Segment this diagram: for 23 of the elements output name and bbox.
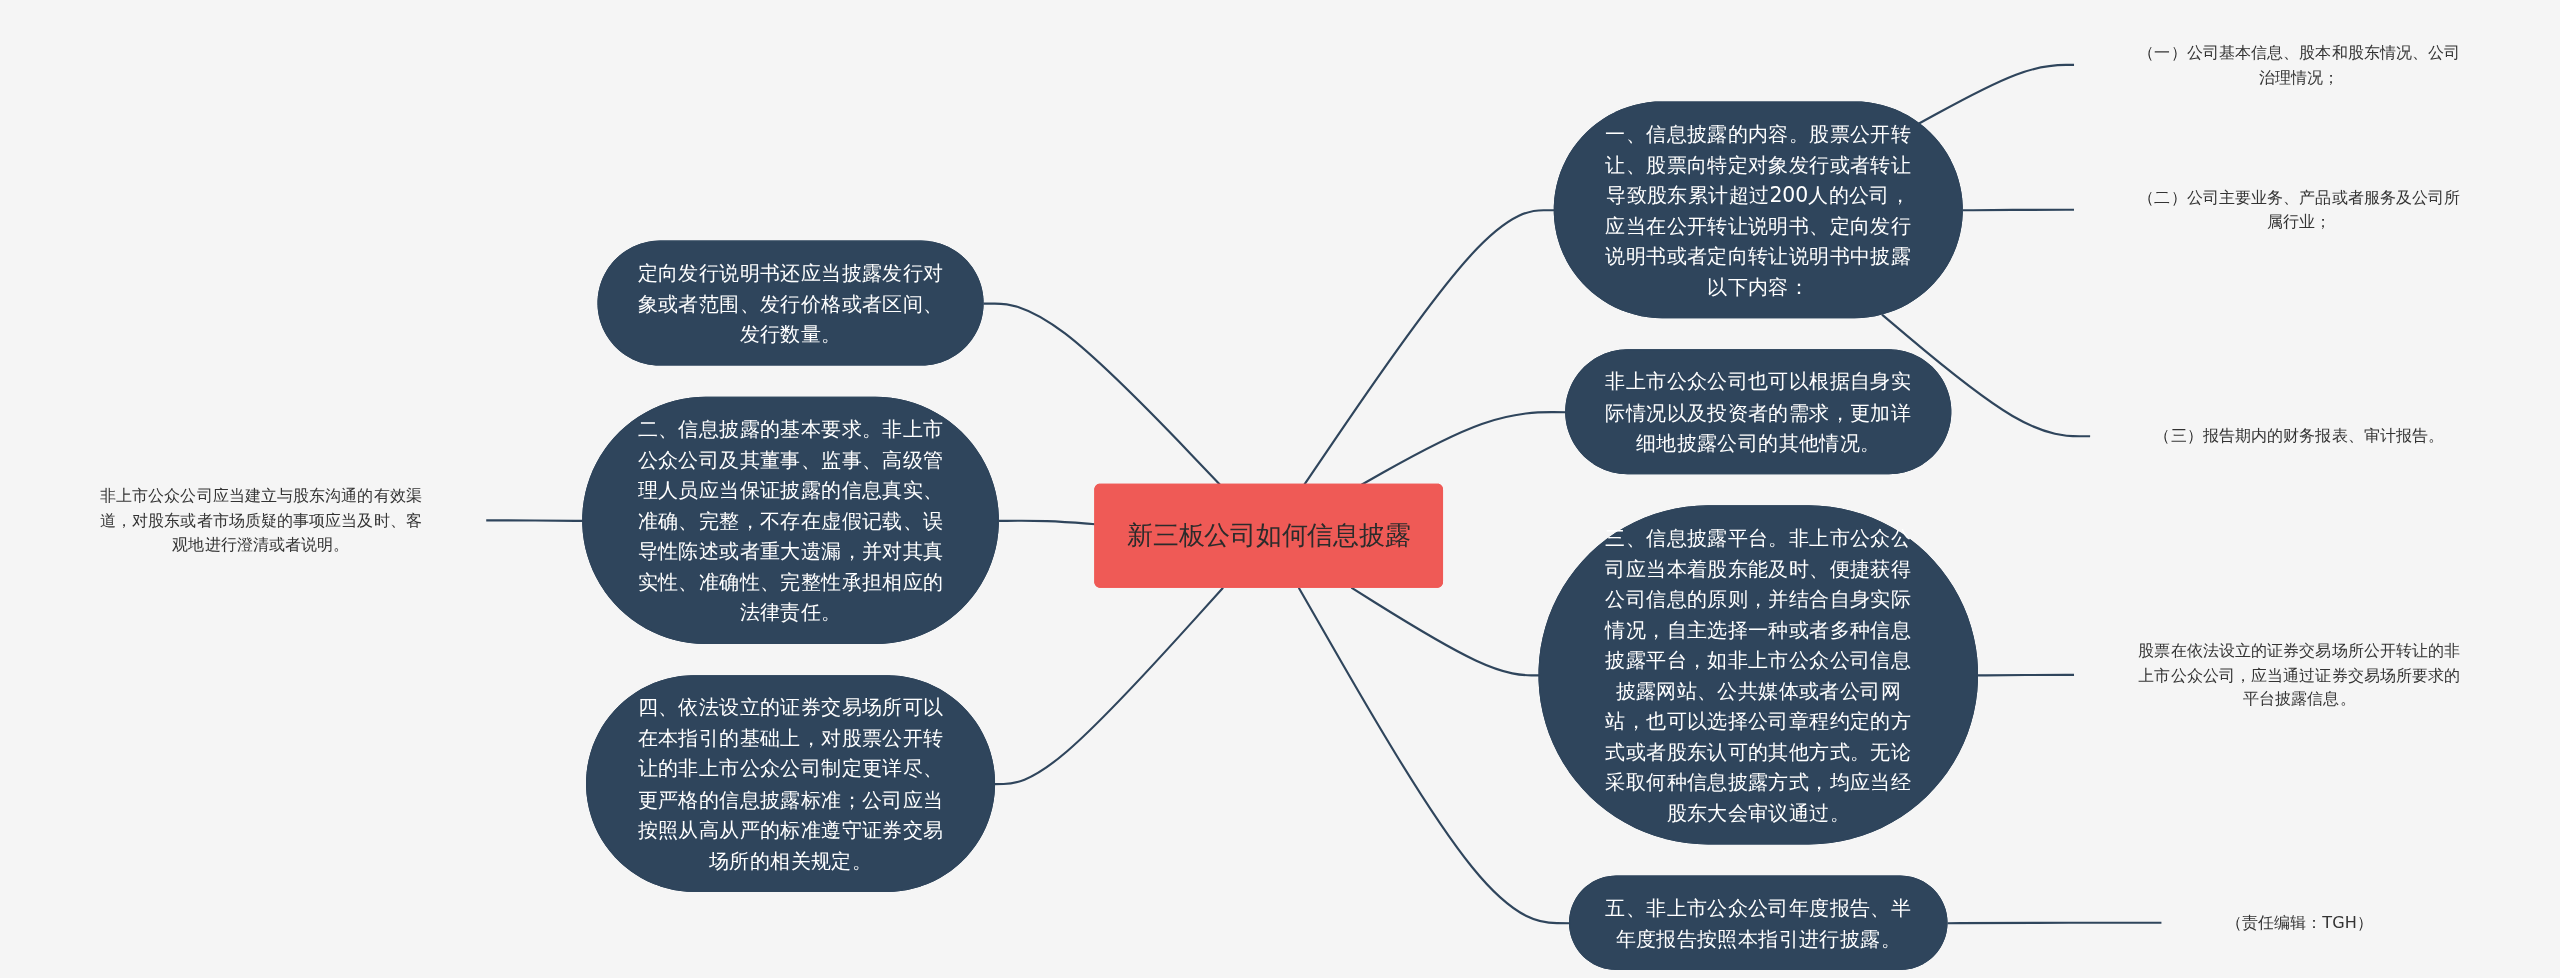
topic-box: 三、信息披露平台。非上市公众公司应当本着股东能及时、便捷获得公司信息的原则，并结合自身实际情况，自主选择一种或者多种信息披露平台，如非上市公众公司信息披露网站、公共媒体或者公司网站，也可以选择公司章程约定的方式或者股东认可的其他方式。无论采取何种信息披露方式，均应当经股东大会审议通过。: [1538, 505, 1978, 845]
topic-box: 一、信息披露的内容。股票公开转让、股票向特定对象发行或者转让导致股东累计超过200人的公司，应当在公开转让说明书、定向发行说明书或者定向转让说明书中披露以下内容：: [1553, 101, 1963, 319]
connector-line: [1303, 209, 1555, 486]
text-note: （二）公司主要业务、产品或者服务及公司所属行业；: [2138, 187, 2461, 232]
text-note: （一）公司基本信息、股本和股东情况、公司治理情况；: [2138, 42, 2461, 87]
text-note: 非上市公众公司应当建立与股东沟通的有效渠道，对股东或者市场质疑的事项应当及时、客观地进行澄清或者说明。: [99, 486, 422, 554]
connector-line: [1947, 921, 2162, 925]
connector-line: [1962, 208, 2074, 212]
connector-line: [994, 587, 1224, 786]
topic-box: 定向发行说明书还应当披露发行对象或者范围、发行价格或者区间、发行数量。: [597, 240, 984, 366]
central-topic: 新三板公司如何信息披露: [1094, 483, 1443, 588]
connector-line: [1977, 673, 2074, 677]
connector-line: [1881, 313, 2090, 438]
text-note: （三）报告期内的财务报表、审计报告。: [2154, 426, 2445, 446]
text-note: 股票在依法设立的证券交易场所公开转让的非上市公众公司，应当通过证券交易场所要求的平台披露信息。: [2138, 640, 2461, 709]
text-note: （责任编辑：TGH）: [2225, 912, 2373, 933]
connector-line: [983, 302, 1221, 486]
connector-line: [1918, 63, 2074, 125]
connector-line: [1297, 587, 1570, 925]
topic-box: 四、依法设立的证券交易场所可以在本指引的基础上，对股票公开转让的非上市公众公司制定更详尽、更严格的信息披露标准；公司应当按照从高从严的标准遵守证券交易场所的相关规定。: [585, 675, 995, 892]
topic-box: 五、非上市公众公司年度报告、半年度报告按照本指引进行披露。: [1568, 875, 1948, 970]
topic-box: 二、信息披露的基本要求。非上市公众公司及其董事、监事、高级管理人员应当保证披露的信息真实、准确、完整，不存在虚假记载、误导性陈述或者重大遗漏，并对其真实性、准确性、完整性承担相应的法律责任。: [582, 396, 999, 645]
topic-box: 非上市公众公司也可以根据自身实际情况以及投资者的需求，更加详细地披露公司的其他情况。: [1565, 349, 1952, 475]
